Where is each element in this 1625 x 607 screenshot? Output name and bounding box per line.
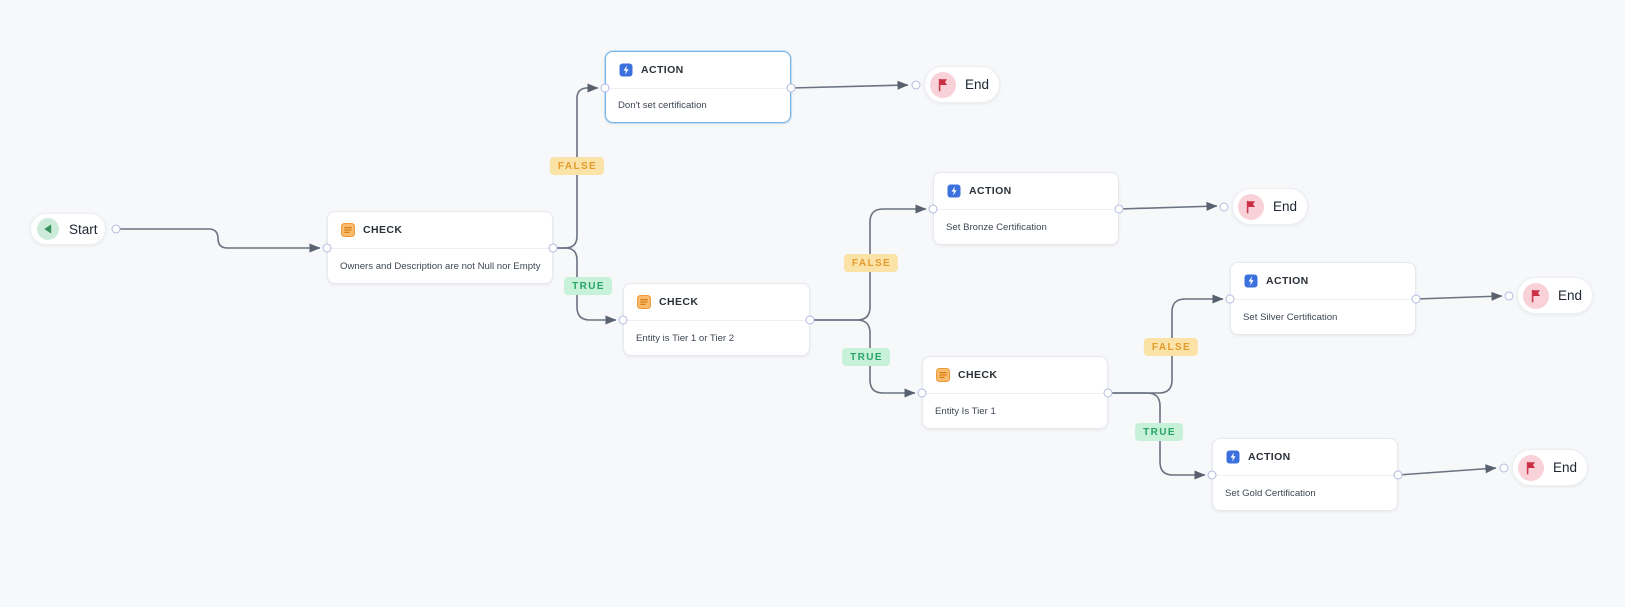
end-flag-icon bbox=[1518, 454, 1544, 481]
node-description: Set Silver Certification bbox=[1243, 311, 1338, 323]
node-type-label: CHECK bbox=[659, 296, 699, 308]
node-header: ACTION bbox=[606, 52, 790, 89]
node-type-label: CHECK bbox=[958, 369, 998, 381]
connector-handle[interactable] bbox=[111, 224, 121, 234]
connector-handle[interactable] bbox=[928, 204, 938, 214]
edge-label-true: TRUE bbox=[1135, 423, 1183, 441]
connector-handle[interactable] bbox=[1225, 294, 1235, 304]
node-end-2[interactable]: End bbox=[1232, 188, 1308, 225]
node-end-1[interactable]: End bbox=[924, 66, 1000, 103]
node-header: CHECK bbox=[923, 357, 1107, 394]
connector-handle[interactable] bbox=[1114, 204, 1124, 214]
end-label: End bbox=[1553, 460, 1578, 475]
node-type-label: ACTION bbox=[1248, 451, 1291, 463]
edge-action-4-to-end-4[interactable] bbox=[1397, 464, 1497, 476]
node-description: Set Bronze Certification bbox=[946, 221, 1047, 233]
edge-action-2-to-end-2[interactable] bbox=[1118, 201, 1218, 211]
node-action-2[interactable]: ACTION Set Bronze Certification bbox=[933, 172, 1119, 245]
connector-handle[interactable] bbox=[322, 243, 332, 253]
node-action-1[interactable]: ACTION Don't set certification bbox=[605, 51, 791, 123]
action-icon bbox=[1244, 274, 1258, 288]
connector-handle[interactable] bbox=[1499, 463, 1509, 472]
node-header: CHECK bbox=[624, 284, 809, 321]
edge-label-true: TRUE bbox=[564, 277, 612, 295]
node-check-2[interactable]: CHECK Entity is Tier 1 or Tier 2 bbox=[623, 283, 810, 356]
connector-handle[interactable] bbox=[1504, 291, 1514, 300]
connector-handle[interactable] bbox=[1411, 294, 1421, 304]
node-header: ACTION bbox=[934, 173, 1118, 210]
connector-handle[interactable] bbox=[911, 80, 921, 89]
check-icon bbox=[341, 223, 355, 237]
end-label: End bbox=[965, 77, 990, 92]
node-start[interactable]: Start bbox=[30, 213, 106, 245]
connector-handle[interactable] bbox=[600, 83, 610, 93]
node-check-1[interactable]: CHECK Owners and Description are not Nul… bbox=[327, 211, 553, 284]
edge-label-false: FALSE bbox=[549, 157, 605, 175]
node-type-label: ACTION bbox=[1266, 275, 1309, 287]
node-description: Entity Is Tier 1 bbox=[935, 405, 996, 417]
end-flag-icon bbox=[1523, 282, 1549, 309]
end-label: End bbox=[1558, 288, 1583, 303]
node-header: ACTION bbox=[1231, 263, 1415, 300]
check-icon bbox=[637, 295, 651, 309]
node-action-3[interactable]: ACTION Set Silver Certification bbox=[1230, 262, 1416, 335]
node-type-label: ACTION bbox=[641, 64, 684, 76]
end-flag-icon bbox=[1238, 193, 1264, 220]
action-icon bbox=[947, 184, 961, 198]
connector-handle[interactable] bbox=[917, 388, 927, 398]
connector-handle[interactable] bbox=[1103, 388, 1113, 398]
node-header: ACTION bbox=[1213, 439, 1397, 476]
node-description: Don't set certification bbox=[618, 100, 707, 111]
end-flag-icon bbox=[930, 71, 956, 98]
check-icon bbox=[936, 368, 950, 382]
action-icon bbox=[1226, 450, 1240, 464]
connector-handle[interactable] bbox=[548, 243, 558, 253]
node-check-3[interactable]: CHECK Entity Is Tier 1 bbox=[922, 356, 1108, 429]
node-description: Entity is Tier 1 or Tier 2 bbox=[636, 332, 735, 344]
node-end-3[interactable]: End bbox=[1517, 277, 1593, 314]
connector-handle[interactable] bbox=[1393, 470, 1403, 480]
node-description: Owners and Description are not Null nor … bbox=[340, 260, 541, 272]
edge-label-true: TRUE bbox=[842, 348, 890, 366]
node-type-label: CHECK bbox=[363, 224, 403, 236]
connector-handle[interactable] bbox=[618, 315, 628, 325]
connector-handle[interactable] bbox=[1207, 470, 1217, 480]
node-description: Set Gold Certification bbox=[1225, 487, 1316, 499]
connector-handle[interactable] bbox=[786, 83, 796, 93]
node-header: CHECK bbox=[328, 212, 552, 249]
edge-label-false: FALSE bbox=[843, 254, 899, 272]
node-action-4[interactable]: ACTION Set Gold Certification bbox=[1212, 438, 1398, 511]
edge-label-false: FALSE bbox=[1143, 338, 1199, 356]
connector-handle[interactable] bbox=[1219, 202, 1229, 211]
node-end-4[interactable]: End bbox=[1512, 449, 1588, 486]
edge-start-to-check-1[interactable] bbox=[116, 228, 321, 253]
start-icon bbox=[36, 217, 60, 241]
edge-action-3-to-end-3[interactable] bbox=[1415, 291, 1503, 301]
connector-handle[interactable] bbox=[805, 315, 815, 325]
edge-action-1-to-end-1[interactable] bbox=[790, 80, 909, 90]
node-type-label: ACTION bbox=[969, 185, 1012, 197]
action-icon bbox=[619, 63, 633, 77]
end-label: End bbox=[1273, 199, 1298, 214]
start-label: Start bbox=[69, 221, 98, 237]
